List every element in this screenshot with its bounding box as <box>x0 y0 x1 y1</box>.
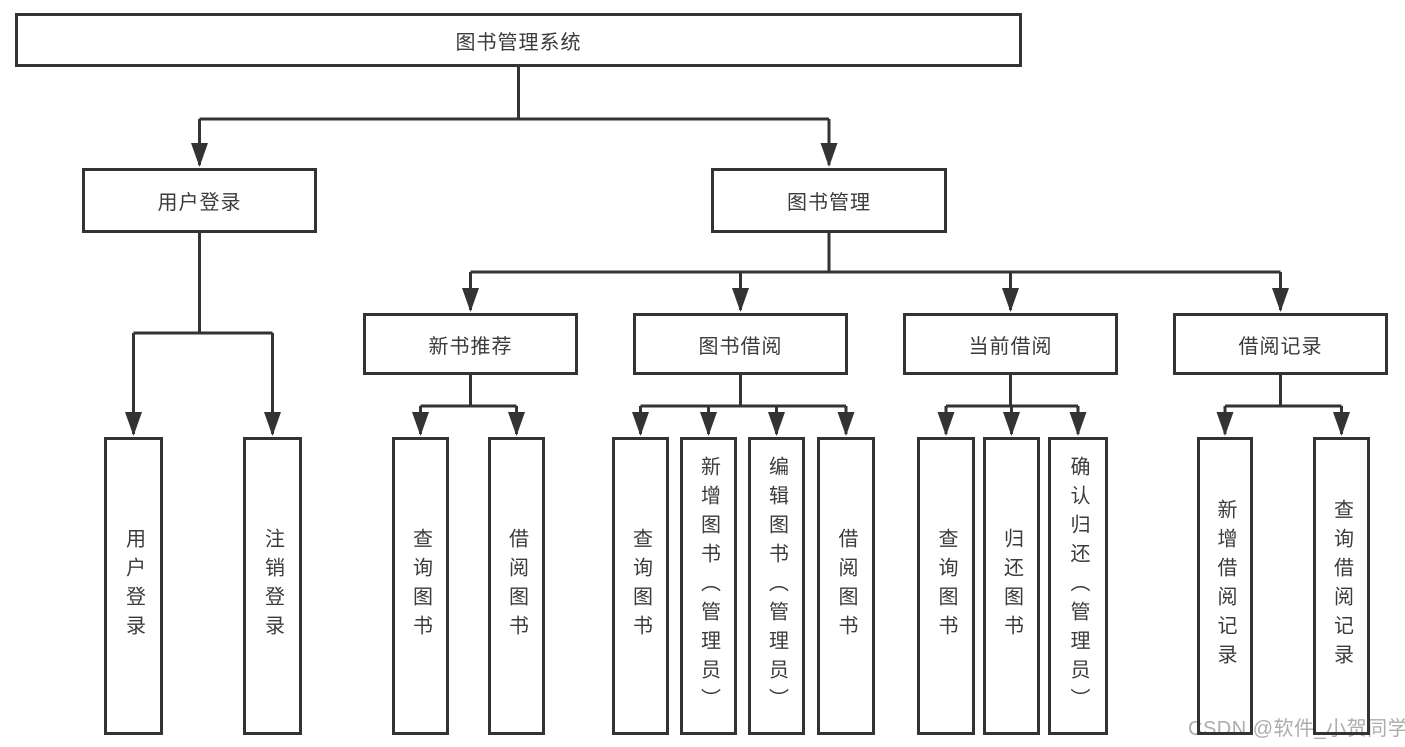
leaf-borrow-books-borrowing: 借阅图书 <box>817 437 875 735</box>
leaf-query-books-borrowing-label: 查询图书 <box>629 528 652 644</box>
leaf-query-books-recommend-label: 查询图书 <box>409 528 432 644</box>
leaf-query-borrow-record: 查询借阅记录 <box>1313 437 1370 735</box>
node-new-book-recommend: 新书推荐 <box>363 313 578 375</box>
node-user-login-label: 用户登录 <box>157 192 242 214</box>
leaf-return-book: 归还图书 <box>983 437 1040 735</box>
node-book-borrowing: 图书借阅 <box>633 313 848 375</box>
node-new-book-recommend-label: 新书推荐 <box>428 335 513 358</box>
node-user-login: 用户登录 <box>82 168 317 233</box>
leaf-borrow-books-borrowing-label: 借阅图书 <box>835 528 857 644</box>
leaf-borrow-books-recommend-label: 借阅图书 <box>505 528 528 644</box>
leaf-add-borrow-record: 新增借阅记录 <box>1197 437 1253 735</box>
node-book-management-label: 图书管理 <box>787 192 871 214</box>
leaf-borrow-books-recommend: 借阅图书 <box>488 437 545 735</box>
leaf-query-borrow-record-label: 查询借阅记录 <box>1330 499 1353 673</box>
node-book-borrowing-label: 图书借阅 <box>698 335 783 358</box>
leaf-confirm-return-admin: 确认归还（管理员） <box>1048 437 1108 735</box>
node-borrowing-records-label: 借阅记录 <box>1238 335 1323 358</box>
leaf-user-login-label: 用户登录 <box>122 528 145 644</box>
leaf-confirm-return-admin-label: 确认归还（管理员） <box>1067 455 1089 717</box>
node-book-management: 图书管理 <box>711 168 947 233</box>
leaf-add-book-admin: 新增图书（管理员） <box>680 437 737 735</box>
node-root-label: 图书管理系统 <box>455 31 582 54</box>
leaf-logout-label: 注销登录 <box>261 528 284 644</box>
node-borrowing-records: 借阅记录 <box>1173 313 1388 375</box>
leaf-return-book-label: 归还图书 <box>1000 528 1023 644</box>
leaf-query-books-current: 查询图书 <box>917 437 975 735</box>
leaf-add-book-admin-label: 新增图书（管理员） <box>697 455 720 717</box>
leaf-edit-book-admin: 编辑图书（管理员） <box>748 437 805 735</box>
node-current-borrowing-label: 当前借阅 <box>968 335 1053 358</box>
leaf-logout: 注销登录 <box>243 437 302 735</box>
node-root: 图书管理系统 <box>15 13 1022 67</box>
leaf-user-login: 用户登录 <box>104 437 163 735</box>
leaf-query-books-borrowing: 查询图书 <box>612 437 669 735</box>
csdn-watermark: CSDN @软件_小贺同学 <box>1188 718 1405 740</box>
node-current-borrowing: 当前借阅 <box>903 313 1118 375</box>
leaf-query-books-current-label: 查询图书 <box>935 528 957 644</box>
leaf-query-books-recommend: 查询图书 <box>392 437 449 735</box>
leaf-add-borrow-record-label: 新增借阅记录 <box>1214 499 1236 673</box>
leaf-edit-book-admin-label: 编辑图书（管理员） <box>765 455 788 717</box>
